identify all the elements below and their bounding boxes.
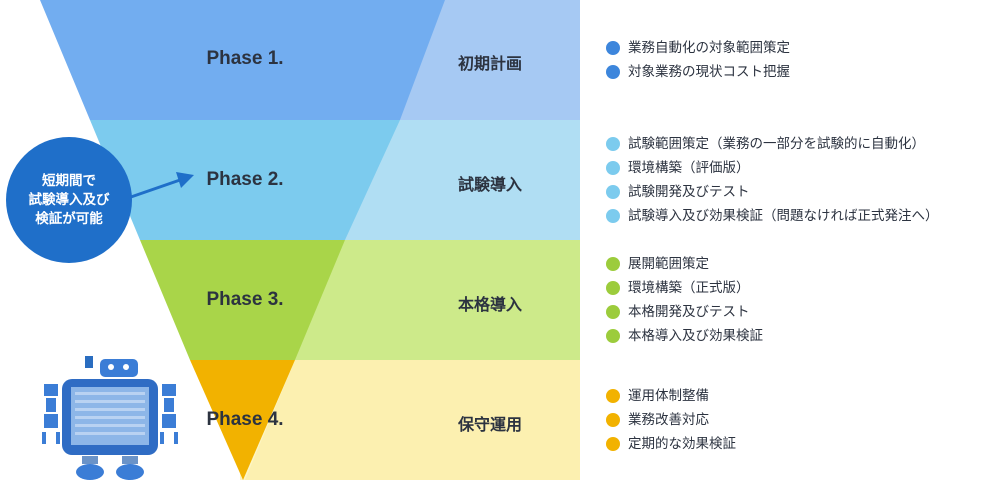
bullet-icon [606, 41, 620, 55]
phase-3-label: Phase 3. [206, 289, 284, 310]
bullet-icon [606, 65, 620, 79]
list-item: 業務自動化の対象範囲策定 [606, 36, 790, 60]
bullet-icon [606, 437, 620, 451]
funnel-phase-3 [140, 240, 345, 360]
bullet-icon [606, 137, 620, 151]
list-item: 定期的な効果検証 [606, 432, 736, 456]
bullet-icon [606, 161, 620, 175]
funnel-phase-2 [90, 120, 400, 240]
funnel-right-phase-3 [295, 240, 580, 360]
task-list-phase-3: 展開範囲策定 環境構築（正式版） 本格開発及びテスト 本格導入及び効果検証 [606, 252, 763, 348]
list-item: 本格導入及び効果検証 [606, 324, 763, 348]
stage-1-label: 初期計画 [457, 54, 522, 73]
list-item: 環境構築（正式版） [606, 276, 763, 300]
list-item: 業務改善対応 [606, 408, 736, 432]
list-item: 環境構築（評価版） [606, 156, 939, 180]
list-item: 対象業務の現状コスト把握 [606, 60, 790, 84]
stage-4-label: 保守運用 [457, 415, 522, 434]
funnel-left-mask [0, 0, 240, 480]
stage-2-label: 試験導入 [457, 175, 522, 194]
list-item: 展開範囲策定 [606, 252, 763, 276]
phase-2-label: Phase 2. [206, 169, 284, 190]
task-list-phase-2: 試験範囲策定（業務の一部分を試験的に自動化） 環境構築（評価版） 試験開発及びテ… [606, 132, 939, 228]
stage-3-label: 本格導入 [457, 295, 522, 314]
bullet-icon [606, 209, 620, 223]
list-item: 本格開発及びテスト [606, 300, 763, 324]
bullet-icon [606, 257, 620, 271]
callout-arrow-head [176, 172, 194, 188]
bullet-icon [606, 281, 620, 295]
list-item: 試験範囲策定（業務の一部分を試験的に自動化） [606, 132, 939, 156]
callout-arrow-line [127, 178, 181, 200]
list-item: 運用体制整備 [606, 384, 736, 408]
phase-4-label: Phase 4. [206, 409, 284, 430]
list-item: 試験導入及び効果検証（問題なければ正式発注へ） [606, 204, 939, 228]
bullet-icon [606, 413, 620, 427]
bullet-icon [606, 329, 620, 343]
bullet-icon [606, 185, 620, 199]
funnel-right-phase-4 [245, 360, 580, 480]
callout-bubble: 短期間で 試験導入及び 検証が可能 [6, 137, 132, 263]
task-list-phase-4: 運用体制整備 業務改善対応 定期的な効果検証 [606, 384, 736, 456]
bullet-icon [606, 389, 620, 403]
task-list-phase-1: 業務自動化の対象範囲策定 対象業務の現状コスト把握 [606, 36, 790, 84]
funnel-phase-1 [40, 0, 445, 120]
bullet-icon [606, 305, 620, 319]
funnel-phase-4 [190, 360, 295, 480]
phase-1-label: Phase 1. [206, 48, 284, 69]
list-item: 試験開発及びテスト [606, 180, 939, 204]
robot-icon [42, 356, 178, 480]
funnel-right-phase-2 [345, 120, 580, 240]
funnel-right-phase-1 [400, 0, 580, 120]
